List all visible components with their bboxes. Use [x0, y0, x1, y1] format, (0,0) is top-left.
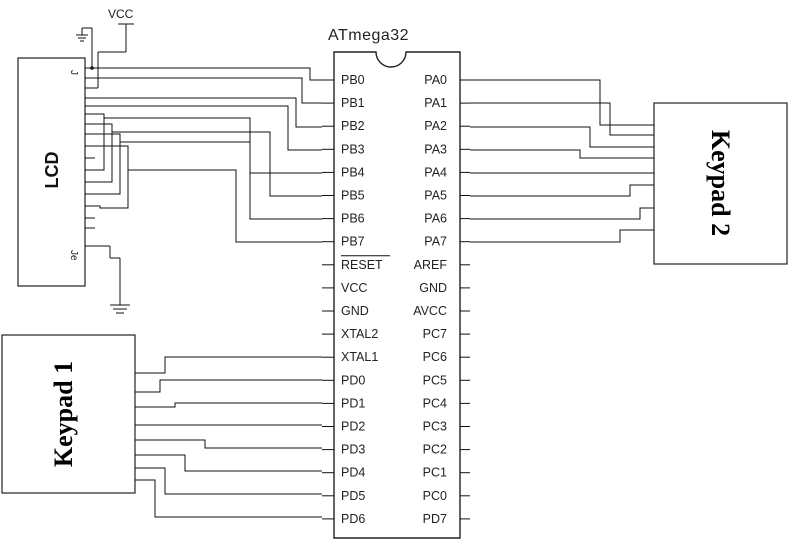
pin-label-pc5: PC5 [423, 373, 447, 387]
pin-label-pa2: PA2 [424, 119, 447, 133]
pin-label-pd0: PD0 [341, 373, 365, 387]
pin-label-pb0: PB0 [341, 73, 365, 87]
junction-dot [90, 66, 94, 70]
pin-label-pa7: PA7 [424, 235, 447, 249]
pin-label-vcc: VCC [341, 281, 367, 295]
pin-label-pd3: PD3 [341, 443, 365, 457]
lcd-pin-bottom-label: Je [68, 250, 79, 261]
pin-label-pd7: PD7 [423, 512, 447, 526]
porta-keypad2-wires [470, 79, 654, 243]
pin-label-pc0: PC0 [423, 489, 447, 503]
pin-label-pb6: PB6 [341, 212, 365, 226]
lcd-label: LCD [42, 152, 62, 189]
lcd-pin-ticks [85, 67, 110, 247]
pin-label-pa4: PA4 [424, 165, 447, 179]
ground-symbol-top [76, 27, 93, 68]
keypad-1-label: Keypad 1 [49, 361, 78, 467]
pin-label-pb7: PB7 [341, 235, 365, 249]
ground-symbol-bottom [109, 246, 130, 314]
pin-label-pd5: PD5 [341, 489, 365, 503]
portd-keypad1-wires [135, 356, 322, 518]
vcc-symbol [85, 23, 134, 89]
pin-label-pa6: PA6 [424, 212, 447, 226]
lcd-box [17, 57, 86, 287]
pin-label-pa0: PA0 [424, 73, 447, 87]
pin-label-pb2: PB2 [341, 119, 365, 133]
pin-label-pb4: PB4 [341, 165, 365, 179]
pin-label-pd2: PD2 [341, 420, 365, 434]
pin-label-pd4: PD4 [341, 466, 365, 480]
lcd-portb-wires [95, 67, 322, 243]
keypad-2-box [653, 102, 788, 265]
chip-body [333, 51, 461, 539]
pin-label-gnd: GND [341, 304, 369, 318]
pin-label-pa5: PA5 [424, 189, 447, 203]
pin-label-pc4: PC4 [423, 396, 447, 410]
pin-label-pc1: PC1 [423, 466, 447, 480]
pin-label-pb1: PB1 [341, 96, 365, 110]
pin-label-pc3: PC3 [423, 420, 447, 434]
pin-label-xtal1: XTAL1 [341, 350, 378, 364]
pin-label-pd1: PD1 [341, 396, 365, 410]
pin-label-pb3: PB3 [341, 142, 365, 156]
lcd-pin-top-label: J [68, 70, 79, 75]
keypad-2-label: Keypad 2 [706, 130, 735, 236]
pin-label-reset: RESET [341, 258, 383, 272]
pin-label-pd6: PD6 [341, 512, 365, 526]
pin-label-aref: AREF [414, 258, 448, 272]
pin-label-pa3: PA3 [424, 142, 447, 156]
pin-label-pc2: PC2 [423, 443, 447, 457]
pin-label-gnd: GND [419, 281, 447, 295]
pin-label-pa1: PA1 [424, 96, 447, 110]
pin-label-pc7: PC7 [423, 327, 447, 341]
chip-title: ATmega32 [328, 27, 409, 44]
pin-label-pb5: PB5 [341, 189, 365, 203]
keypad-1-box [1, 334, 136, 494]
pin-label-avcc: AVCC [413, 304, 447, 318]
vcc-label: VCC [108, 7, 134, 21]
pin-label-xtal2: XTAL2 [341, 327, 378, 341]
pin-label-pc6: PC6 [423, 350, 447, 364]
